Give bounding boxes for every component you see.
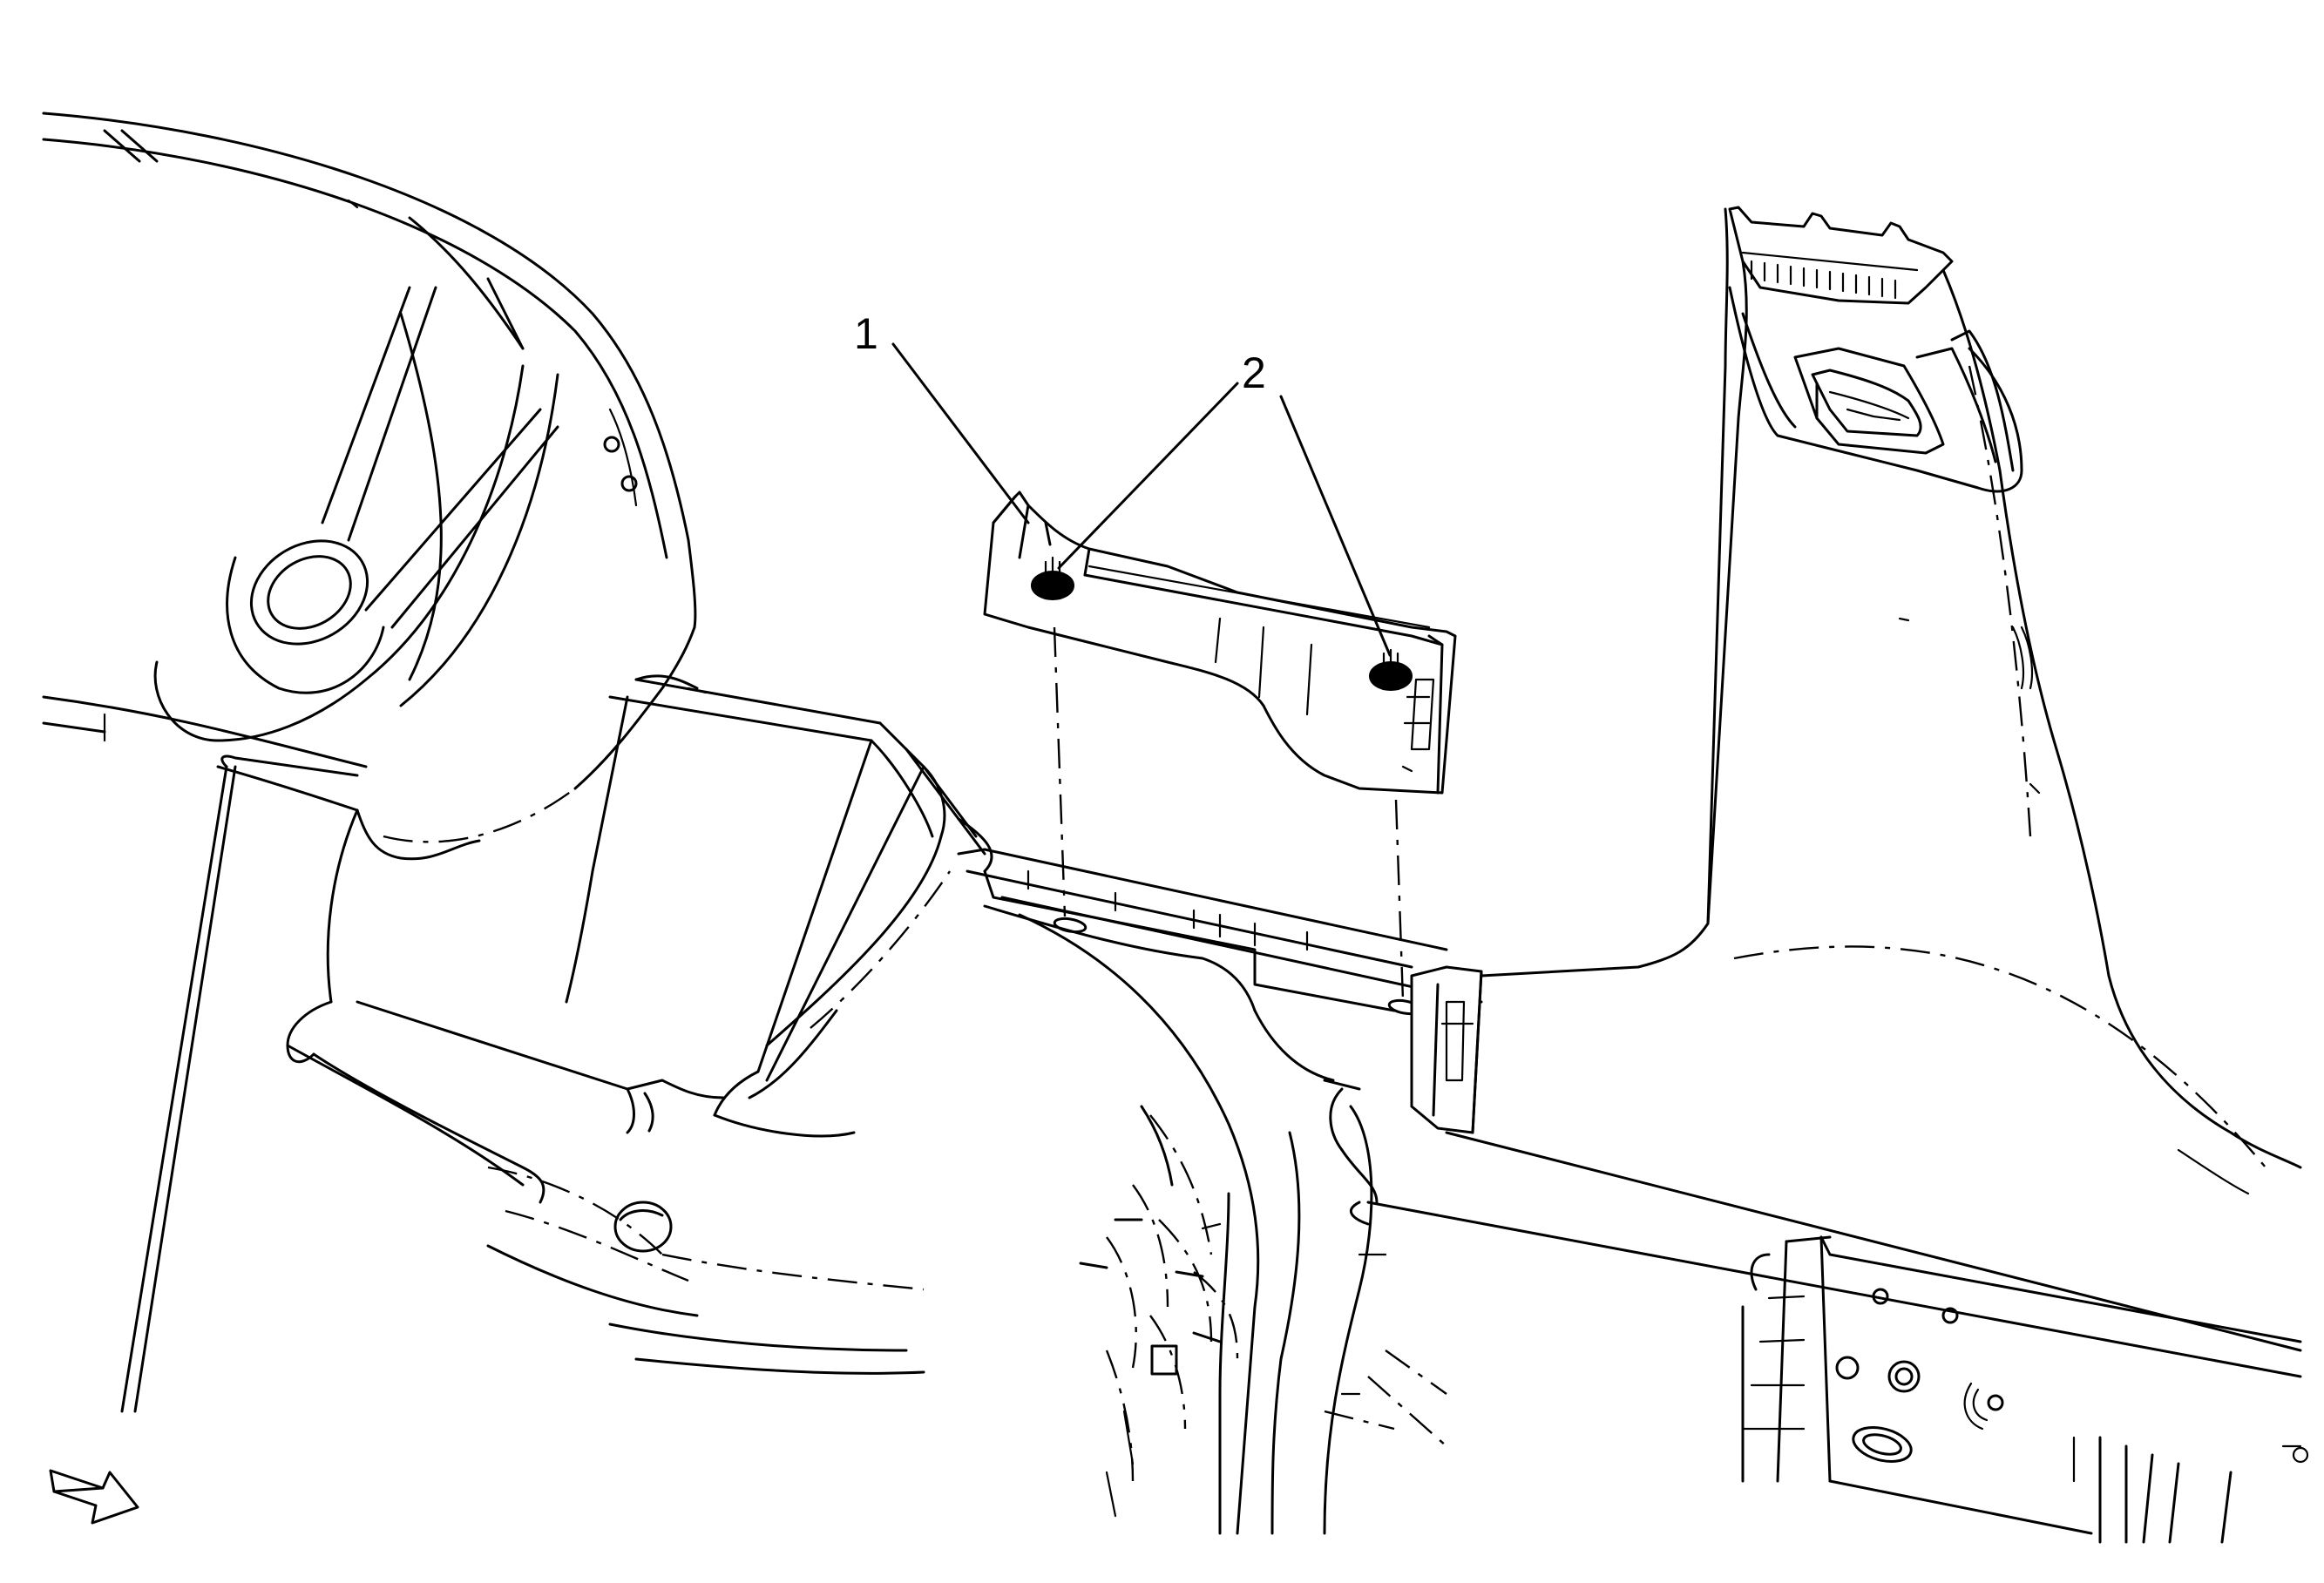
trim-retainer-panel (983, 490, 1457, 795)
left-strut (120, 754, 359, 1413)
wheelhouse-panel (42, 112, 697, 861)
callout-leaders (891, 342, 1392, 657)
push-pin-fastener-left (1031, 556, 1074, 600)
callout-2-label: 2 (1242, 348, 1266, 397)
b-pillar (1480, 206, 2302, 1195)
center-bracket (286, 674, 993, 1375)
rocker-sill (957, 848, 2302, 1535)
rear-sill-detail (1741, 1235, 2309, 1544)
wheel-arch-lower (1018, 913, 1260, 1535)
push-pin-fastener-right (1369, 648, 1413, 691)
front-direction-arrow-icon (49, 1469, 139, 1525)
callout-1-label: 1 (854, 309, 878, 358)
install-guide-lines (1053, 626, 1405, 1001)
